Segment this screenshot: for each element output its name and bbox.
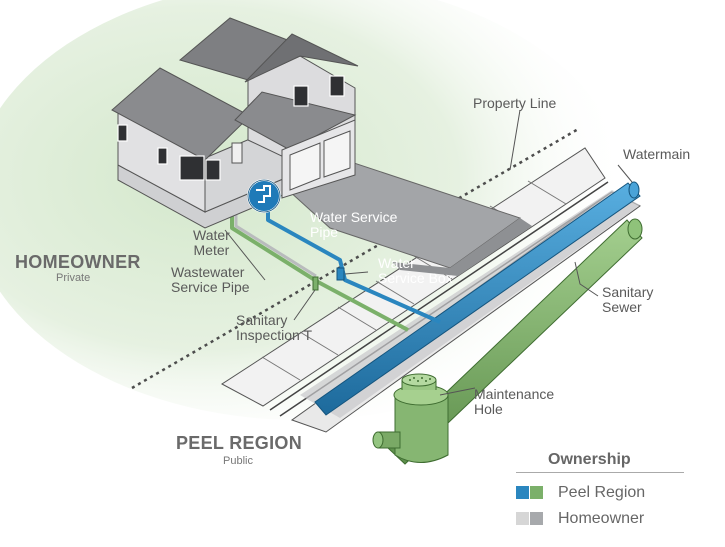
watermain-pipe	[314, 182, 641, 416]
legend-label-peel-region: Peel Region	[558, 484, 646, 501]
maintenance-hole-cover	[401, 373, 437, 387]
legend-swatch-homeowner-dark	[530, 512, 543, 525]
label-water-service-pipe: Water Service Pipe	[310, 209, 398, 240]
legend-swatch-peel-green	[530, 486, 543, 499]
leader-lines	[224, 109, 633, 396]
water-service-pipe	[266, 208, 441, 324]
label-sanitary-sewer: Sanitary Sewer	[602, 284, 654, 315]
maintenance-hole	[372, 373, 449, 463]
garage-doors	[289, 130, 351, 191]
zone-homeowner-subtitle: Private	[56, 272, 91, 284]
water-meter-icon	[247, 179, 281, 213]
curb	[269, 181, 609, 411]
label-watermain: Watermain	[623, 146, 691, 162]
legend-label-homeowner: Homeowner	[558, 510, 645, 527]
house-dormer-roof	[244, 33, 359, 83]
label-property-line: Property Line	[473, 95, 557, 111]
legend-divider	[516, 472, 684, 473]
label-water-meter: Water Meter	[193, 227, 230, 258]
house-front-door	[231, 142, 243, 164]
legend-title: Ownership	[548, 451, 631, 468]
wastewater-service-pipe	[230, 208, 409, 332]
zone-peel-region-title: PEEL REGION	[176, 433, 302, 453]
house-windows	[117, 75, 345, 181]
label-maintenance-hole: Maintenance Hole	[474, 386, 555, 417]
legend-swatch-homeowner-light	[516, 512, 529, 525]
zone-homeowner-title: HOMEOWNER	[15, 252, 141, 272]
label-wastewater-service-pipe: Wastewater Service Pipe	[171, 264, 250, 295]
watermain-end	[628, 181, 640, 199]
zone-peel-region-subtitle: Public	[223, 455, 253, 467]
water-service-box	[336, 267, 345, 281]
house-porch-roof	[234, 91, 357, 151]
label-water-service-box: Water Service Box	[378, 255, 453, 286]
sanitary-sewer-end	[627, 218, 643, 240]
sanitary-sewer-pipe	[387, 219, 643, 465]
property-line	[131, 126, 581, 390]
label-sanitary-inspection-t: Sanitary Inspection T	[236, 312, 313, 343]
legend-swatch-peel-blue	[516, 486, 529, 499]
driveway-apron	[392, 218, 532, 276]
sanitary-inspection-t	[312, 276, 319, 291]
